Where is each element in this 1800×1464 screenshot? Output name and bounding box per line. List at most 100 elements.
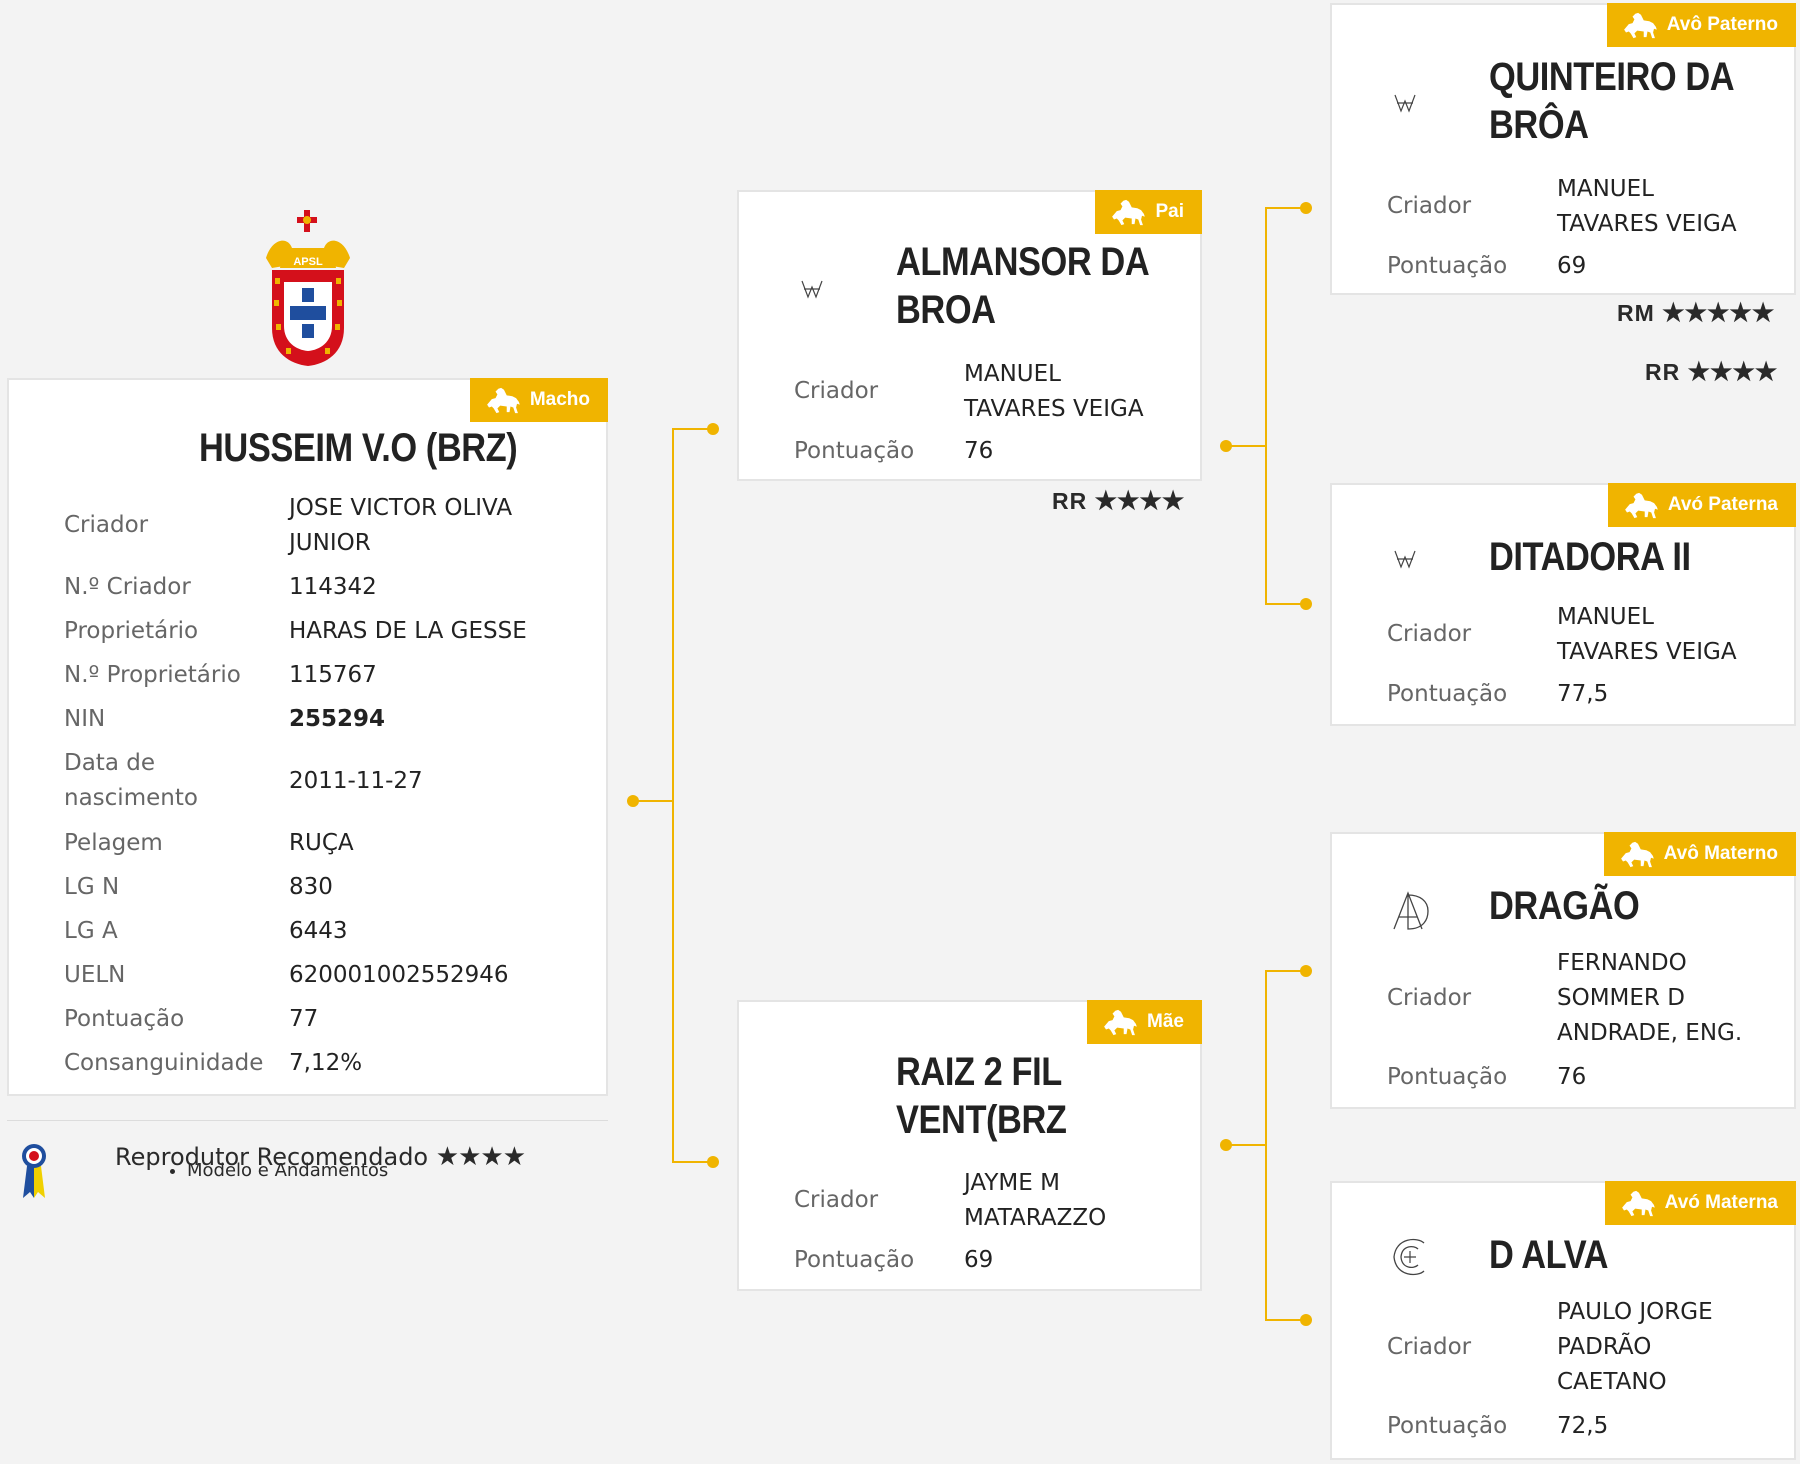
field-label: LG A	[64, 918, 118, 944]
criador-label: Criador	[1387, 985, 1472, 1011]
dam-badge: Mãe	[1087, 1000, 1202, 1044]
rating-code: RM	[1617, 300, 1655, 326]
criador-label: Criador	[1387, 193, 1472, 219]
pontuacao-value: 76	[1557, 1064, 1587, 1090]
connector-line	[1265, 970, 1305, 972]
horse-icon	[1101, 1008, 1139, 1036]
rating-stars: ★★★★	[1687, 358, 1778, 386]
paternal-granddam-card[interactable]: Avó Paterna DITADORA II Criador MANUEL T…	[1330, 483, 1796, 726]
sire-card[interactable]: Pai ALMANSOR DA BROA Criador MANUEL TAVA…	[737, 190, 1202, 481]
sire-badge-label: Pai	[1155, 201, 1184, 222]
field-value: 2011-11-27	[289, 768, 423, 794]
sire-name: ALMANSOR DA BROA	[896, 240, 1148, 332]
field-label: Consanguinidade	[64, 1050, 264, 1076]
horse-icon	[1618, 840, 1656, 868]
dam-card[interactable]: Mãe RAIZ 2 FIL VENT(BRZ Criador JAYME M …	[737, 1000, 1202, 1291]
field-label: Data de nascimento	[64, 750, 198, 811]
award-stars: ★★★★	[435, 1142, 526, 1172]
brand-mark-icon	[1394, 550, 1416, 569]
field-label: Pelagem	[64, 830, 163, 856]
connector-line	[672, 1161, 712, 1163]
pontuacao-label: Pontuação	[1387, 253, 1508, 279]
field-label: N.º Proprietário	[64, 662, 241, 688]
maternal-granddam-badge-label: Avó Materna	[1664, 1192, 1778, 1213]
dam-badge-label: Mãe	[1147, 1011, 1184, 1032]
connector-line	[672, 428, 674, 1162]
connector-dot	[1300, 1314, 1312, 1326]
paternal-grandsire-rating-rm: RM ★★★★★	[1617, 298, 1774, 328]
connector-line	[1265, 603, 1305, 605]
paternal-granddam-name: DITADORA II	[1489, 535, 1691, 579]
horse-icon	[484, 386, 522, 414]
nin-value: 255294	[289, 706, 386, 732]
dam-name: RAIZ 2 FIL VENT(BRZ	[896, 1050, 1067, 1142]
brand-mark-icon	[1394, 94, 1416, 113]
paternal-grandsire-card[interactable]: Avô Paterno QUINTEIRO DA BRÔA Criador MA…	[1330, 3, 1796, 295]
field-label: NIN	[64, 706, 106, 732]
paternal-grandsire-badge: Avô Paterno	[1606, 3, 1796, 47]
apsl-logo: APSL	[266, 210, 350, 366]
paternal-grandsire-name: QUINTEIRO DA BRÔA	[1489, 55, 1733, 147]
connector-line	[1226, 445, 1266, 447]
connector-line	[633, 800, 673, 802]
criador-value: MANUEL TAVARES VEIGA	[964, 361, 1144, 422]
field-value: 6443	[289, 918, 348, 944]
brand-mark-icon	[1393, 891, 1429, 930]
criador-label: Criador	[1387, 1334, 1472, 1360]
field-label: N.º Criador	[64, 574, 191, 600]
subject-card[interactable]: Macho HUSSEIM V.O (BRZ) Criador JOSE VIC…	[7, 378, 608, 1096]
sex-badge: Macho	[469, 378, 608, 422]
field-value: JOSE VICTOR OLIVA JUNIOR	[289, 495, 513, 556]
divider	[7, 1120, 608, 1121]
connector-dot	[1300, 598, 1312, 610]
subject-name: HUSSEIM V.O (BRZ)	[199, 426, 518, 470]
criador-value: MANUEL TAVARES VEIGA	[1557, 176, 1737, 237]
connector-line	[1265, 970, 1267, 1320]
maternal-granddam-card[interactable]: Avó Materna D ALVA Criador PAULO JORGE P…	[1330, 1181, 1796, 1460]
criador-label: Criador	[794, 1187, 879, 1213]
maternal-grandsire-name: DRAGÃO	[1489, 884, 1640, 928]
pontuacao-label: Pontuação	[794, 1247, 915, 1273]
brand-mark-icon	[801, 280, 823, 299]
maternal-grandsire-badge: Avô Materno	[1603, 832, 1796, 876]
rating-stars: ★★★★★	[1662, 299, 1775, 327]
sire-badge: Pai	[1095, 190, 1202, 234]
rosette-icon	[22, 1144, 46, 1198]
criador-value: PAULO JORGE PADRÃO CAETANO	[1557, 1299, 1713, 1395]
sire-rating: RR ★★★★	[1052, 486, 1184, 516]
maternal-grandsire-badge-label: Avô Materno	[1663, 843, 1778, 864]
cross-icon	[297, 210, 317, 232]
horse-icon	[1109, 198, 1147, 226]
pontuacao-value: 76	[964, 438, 994, 464]
connector-line	[1265, 207, 1305, 209]
award-list: Modelo e Andamentos	[147, 1160, 388, 1181]
pontuacao-value: 72,5	[1557, 1413, 1609, 1439]
connector-line	[672, 428, 712, 430]
criador-label: Criador	[1387, 621, 1472, 647]
field-label: LG N	[64, 874, 120, 900]
pontuacao-value: 69	[1557, 253, 1587, 279]
pontuacao-label: Pontuação	[1387, 681, 1508, 707]
field-label: Proprietário	[64, 618, 199, 644]
field-value: RUÇA	[289, 830, 354, 856]
sex-badge-label: Macho	[529, 389, 590, 410]
field-value: 7,12%	[289, 1050, 363, 1076]
rating-code: RR	[1052, 488, 1088, 514]
connector-line	[1226, 1144, 1266, 1146]
horse-icon	[1621, 11, 1659, 39]
paternal-granddam-badge-label: Avó Paterna	[1667, 494, 1778, 515]
maternal-granddam-name: D ALVA	[1489, 1233, 1609, 1277]
field-value: 77	[289, 1006, 319, 1032]
horse-icon	[1622, 491, 1660, 519]
paternal-grandsire-rating-rr: RR ★★★★	[1645, 357, 1777, 387]
pontuacao-label: Pontuação	[794, 438, 915, 464]
pontuacao-value: 69	[964, 1247, 994, 1273]
maternal-granddam-badge: Avó Materna	[1604, 1181, 1796, 1225]
pontuacao-label: Pontuação	[1387, 1413, 1508, 1439]
field-label: Criador	[64, 512, 149, 538]
connector-dot	[1300, 202, 1312, 214]
criador-label: Criador	[794, 378, 879, 404]
maternal-grandsire-card[interactable]: Avô Materno DRAGÃO Criador FERNANDO SOMM…	[1330, 832, 1796, 1109]
connector-dot	[707, 423, 719, 435]
brand-mark-icon	[1393, 1238, 1425, 1276]
